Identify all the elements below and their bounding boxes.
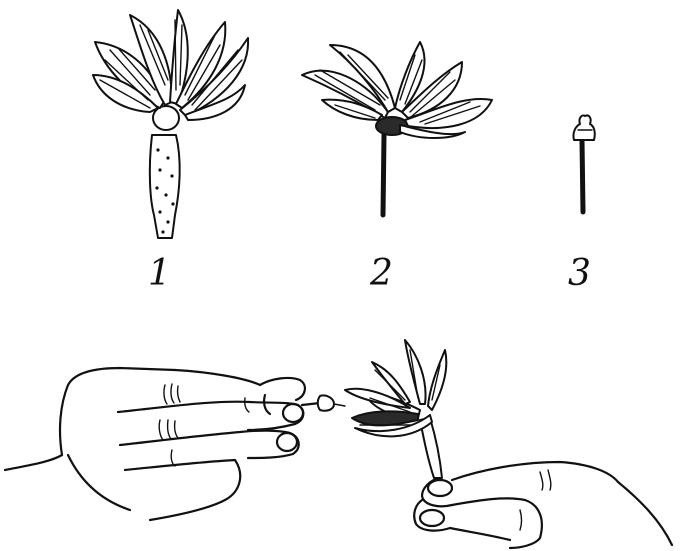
flower-stage-3 [573,115,594,212]
flower-3-receptacle [573,115,594,140]
left-hand [5,368,305,520]
right-hand [414,462,672,548]
held-flower [345,340,446,478]
flower-3-stem [582,140,583,212]
figure-label-1: 1 [148,253,171,294]
figure-label-3: 3 [568,253,591,294]
flower-stage-1 [93,10,248,238]
held-flower-petal [405,340,426,404]
flower-1-stem [150,135,180,238]
plucked-receptacle [302,395,345,410]
held-flower-petal [352,411,418,425]
flower-2-stem [383,135,384,215]
figure-label-2: 2 [369,253,393,294]
flower-stage-2 [302,42,492,215]
